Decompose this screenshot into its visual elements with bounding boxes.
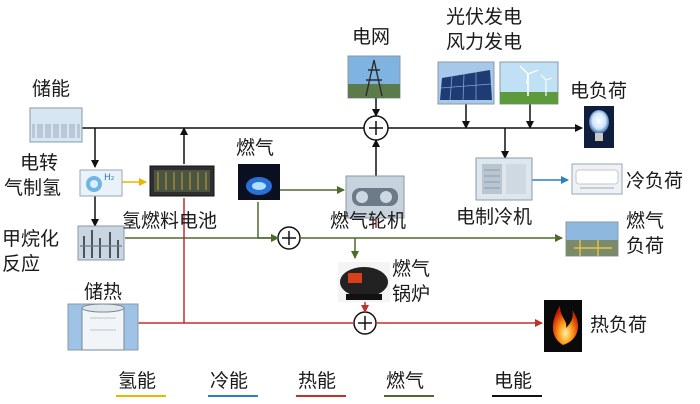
label-gas-load-1: 燃气 <box>626 210 665 232</box>
fuel-cell-picture <box>149 165 215 197</box>
elec-load-picture <box>584 106 614 148</box>
methanation-picture <box>77 225 125 261</box>
label-elec-load: 电负荷 <box>570 80 628 102</box>
label-heat-load: 热负荷 <box>590 314 648 336</box>
legend-electric: 电能 <box>494 370 533 392</box>
gas-picture <box>238 164 280 200</box>
heat-storage-picture <box>67 303 139 351</box>
label-gas: 燃气 <box>236 137 275 159</box>
chiller-picture <box>475 157 533 201</box>
label-wind: 风力发电 <box>446 31 523 53</box>
wind-picture <box>499 61 559 105</box>
storage-picture <box>29 107 83 143</box>
label-boiler-2: 锅炉 <box>392 283 431 305</box>
gas-lines <box>125 186 563 259</box>
label-p2h-1: 电转 <box>20 152 59 174</box>
label-cool-load: 冷负荷 <box>626 170 684 192</box>
heat-load-picture <box>544 300 582 352</box>
label-turbine: 燃气轮机 <box>330 210 407 232</box>
label-methanation-2: 反应 <box>2 253 41 275</box>
label-boiler-1: 燃气 <box>392 258 431 280</box>
label-grid: 电网 <box>352 26 391 48</box>
label-storage: 储能 <box>32 78 71 100</box>
p2h-picture: H₂ <box>79 169 123 197</box>
h2-tag: H₂ <box>104 173 115 183</box>
gas-load-picture <box>565 221 619 257</box>
turbine-picture <box>345 175 405 219</box>
grid-picture <box>347 55 401 99</box>
legend-heat: 热能 <box>298 370 337 392</box>
label-fuel-cell: 氢燃料电池 <box>122 210 218 232</box>
label-pv: 光伏发电 <box>446 6 523 28</box>
legend-cold: 冷能 <box>210 370 249 392</box>
label-p2h-2: 气制氢 <box>4 177 62 199</box>
label-chiller: 电制冷机 <box>456 206 533 228</box>
pv-picture <box>437 61 495 105</box>
legend-gas: 燃气 <box>386 370 425 392</box>
legend-hydrogen: 氢能 <box>118 370 157 392</box>
label-methanation-1: 甲烷化 <box>2 228 60 250</box>
label-gas-load-2: 负荷 <box>626 235 665 257</box>
heat-lines <box>132 198 543 327</box>
cool-load-picture <box>571 163 623 195</box>
electric-lines <box>75 93 583 227</box>
label-heat-storage: 储热 <box>84 281 123 303</box>
boiler-picture <box>338 262 390 302</box>
